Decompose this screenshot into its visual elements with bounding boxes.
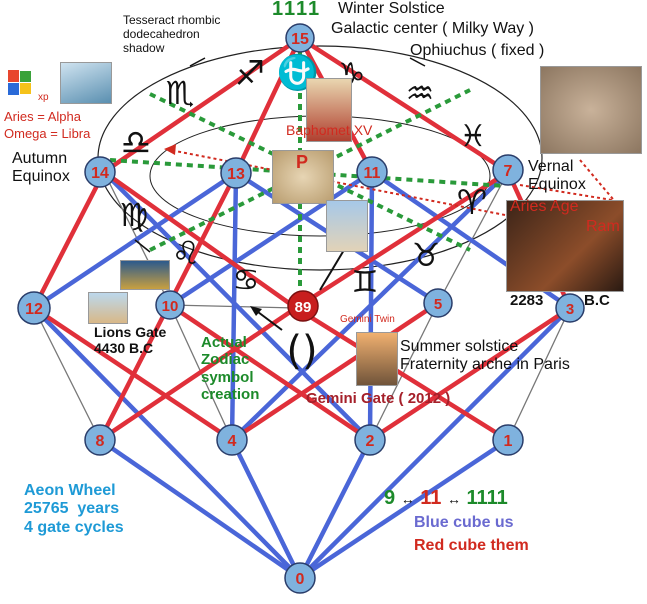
seq-1111: 1111: [466, 487, 508, 509]
ruins-photo: [326, 200, 368, 252]
omega-libra-label: Omega = Libra: [4, 126, 91, 141]
leo-glyph: ♌: [172, 234, 201, 272]
lion-relief-photo: [120, 260, 170, 290]
winter-solstice-label: Winter Solstice: [338, 0, 445, 17]
sphinx-photo: [88, 292, 128, 324]
seq-arrow-2: ↔: [446, 491, 461, 507]
node-1-label: 1: [504, 433, 513, 450]
black-arrowhead-a: [250, 306, 262, 316]
bc-label: B.C: [584, 292, 610, 309]
ophiuchus-label: Ophiuchus ( fixed ): [410, 42, 545, 59]
lions-gate-label: Lions Gate 4430 B.C: [94, 324, 167, 357]
center-p-label: P: [296, 152, 309, 172]
pisces-glyph: ♓: [460, 119, 487, 154]
baphomet-label: Baphomet XV: [286, 122, 373, 138]
aquarius-glyph: ♒: [406, 74, 435, 112]
gemini-glyph: ♊: [352, 265, 379, 300]
node-12: 12: [17, 291, 51, 325]
xp-label: xp: [38, 92, 49, 103]
virgo-glyph: ♍: [120, 196, 149, 234]
node-5-label: 5: [434, 296, 442, 313]
baphomet-card-photo: [306, 78, 352, 142]
aries-ram-painting: [506, 200, 624, 292]
red-cube-label: Red cube them: [414, 537, 529, 554]
node-5: 5: [423, 288, 453, 318]
node-89: 89: [287, 290, 319, 322]
node-7-label: 7: [504, 163, 513, 180]
windows-logo-icon: [6, 68, 34, 98]
number-sequence: 9 ↔ 11 ↔ 1111: [384, 487, 508, 510]
node-15: 15: [285, 23, 315, 53]
node-10: 10: [155, 290, 185, 320]
node-10-label: 10: [162, 298, 179, 315]
glass-building-photo: [60, 62, 112, 104]
aeon-wheel-label: Aeon Wheel 25765 years 4 gate cycles: [24, 482, 124, 536]
node-11-label: 11: [364, 165, 381, 182]
node-2: 2: [354, 424, 386, 456]
seq-arrow-1: ↔: [400, 491, 415, 507]
seq-9: 9: [384, 487, 396, 509]
grande-arche-photo: [356, 332, 398, 386]
aries-glyph: ♈: [457, 183, 487, 223]
node-0-label: 0: [296, 571, 305, 588]
node-11: 11: [356, 156, 388, 188]
sagittarius-glyph: ♐: [235, 54, 265, 94]
cancer-glyph: ♋: [233, 263, 260, 298]
top-number-1111: 1111: [272, 0, 322, 20]
libra-glyph: ♎: [121, 123, 151, 163]
autumn-equinox-label: Autumn Equinox: [12, 150, 70, 186]
vernal-equinox-label: Vernal Equinox: [528, 158, 586, 194]
node-13: 13: [220, 157, 252, 189]
taurus-glyph: ♉: [412, 236, 441, 274]
node-2-label: 2: [366, 433, 375, 450]
gemini-gate-label: Gemini Gate ( 2012 ): [306, 390, 451, 407]
galactic-center-label: Galactic center ( Milky Way ): [331, 20, 534, 37]
node-13-label: 13: [227, 166, 245, 183]
actual-zodiac-label: Actual Zodiac symbol creation: [201, 334, 260, 403]
node-14-label: 14: [91, 165, 109, 182]
red-arrowhead: [164, 144, 176, 155]
year-2283-label: 2283: [510, 292, 544, 309]
blue-cube-label: Blue cube us: [414, 514, 514, 531]
node-8: 8: [84, 424, 116, 456]
red-dotted-arrows: [169, 149, 619, 216]
node-89-label: 89: [295, 299, 312, 316]
node-12-label: 12: [25, 301, 43, 318]
seq-11: 11: [420, 487, 442, 509]
node-0: 0: [284, 562, 316, 594]
node-15-label: 15: [291, 31, 309, 48]
node-14: 14: [84, 156, 116, 188]
cancer-symbol-large: (): [286, 328, 317, 374]
node-8-label: 8: [96, 433, 105, 450]
ram-label: Ram: [586, 218, 620, 235]
node-4: 4: [216, 424, 248, 456]
node-7: 7: [492, 154, 524, 186]
ellipse-arrows: [134, 57, 426, 253]
summer-solstice-label: Summer solstice Fraternity arche in Pari…: [400, 338, 570, 374]
center-p-medallion-photo: [272, 150, 334, 204]
node-1: 1: [492, 424, 524, 456]
node-3-label: 3: [566, 301, 574, 318]
tesseract-label: Tesseract rhombic dodecahedron shadow: [123, 13, 221, 55]
node-4-label: 4: [228, 433, 237, 450]
scorpio-glyph: ♏: [166, 74, 195, 112]
aries-age-label: Aries Age: [510, 198, 579, 215]
gemini-twin-label: Gemini Twin: [340, 314, 395, 325]
aries-alpha-label: Aries = Alpha: [4, 109, 81, 124]
node-3: 3: [555, 293, 585, 323]
zodiac-relief-photo: [540, 66, 642, 154]
